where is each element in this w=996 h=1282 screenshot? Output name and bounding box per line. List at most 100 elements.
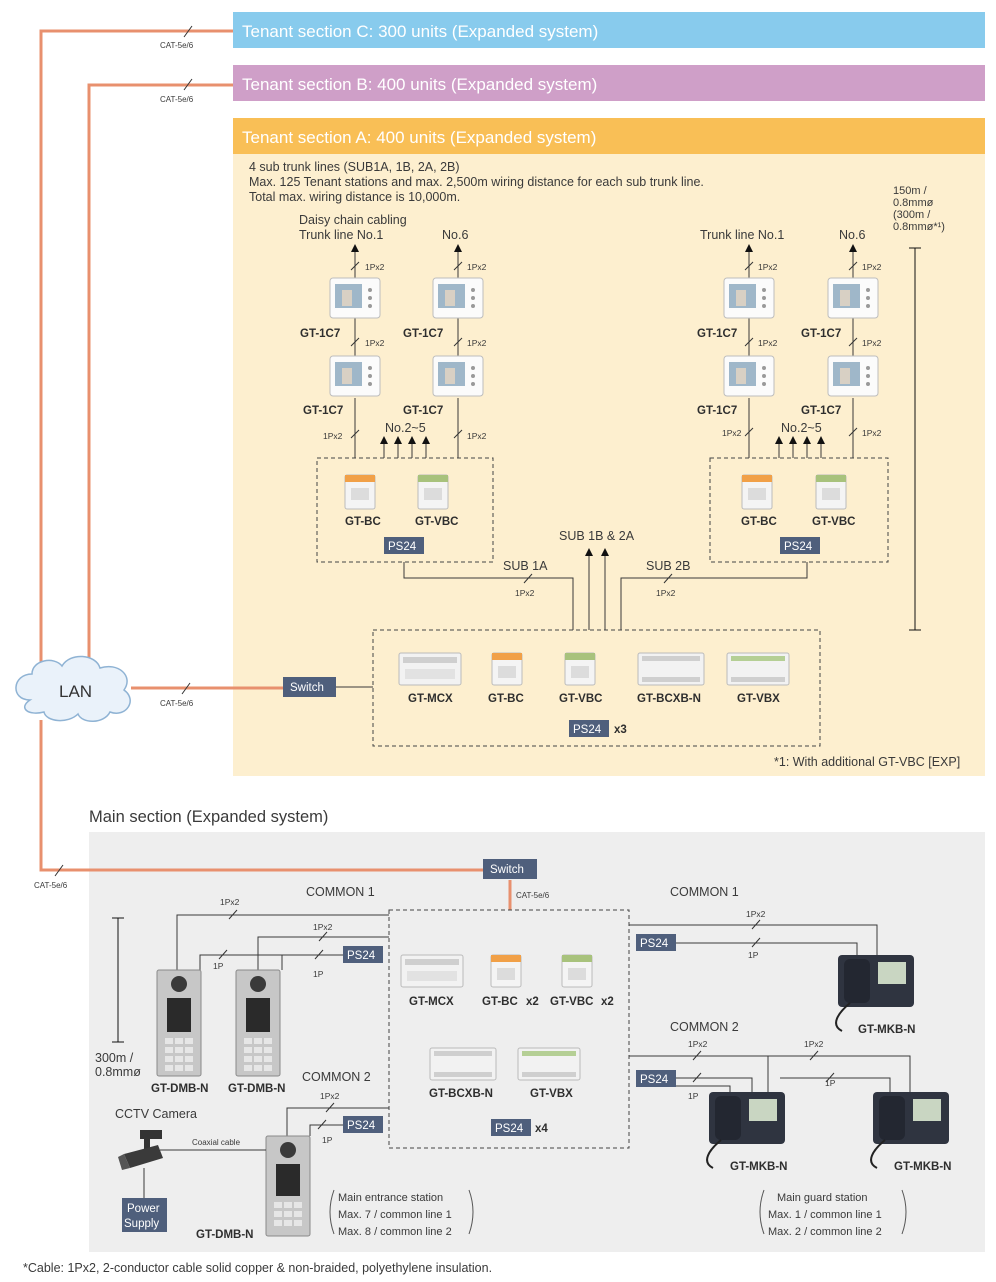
svg-text:1Px2: 1Px2 [656,588,676,598]
left-tenant-controller-box [316,457,494,563]
daisy-chain-label: Daisy chain cabling [299,213,407,227]
svg-text:1Px2: 1Px2 [746,909,766,919]
gt-1c7-monitor-icon [432,277,484,319]
tenant-dist-line-3: (300m / [893,209,931,221]
right-branch-arrows [775,436,825,458]
tenant-dist-line-2: 0.8mmø [893,197,934,209]
svg-text:1Px2: 1Px2 [804,1039,824,1049]
footnote-1: *1: With additional GT-VBC [EXP] [774,755,960,769]
main-gt-vbc-qty: x2 [601,996,614,1008]
ps24-label: PS24 [388,541,417,553]
gt-1c7-monitor-icon [723,277,775,319]
sub-1a-label: SUB 1A [503,559,548,573]
section-a-title: Tenant section A: 400 units (Expanded sy… [242,128,596,147]
gt-dmb-n-panel-icon [265,1135,311,1237]
tenant-note-1: 4 sub trunk lines (SUB1A, 1B, 2A, 2B) [249,160,460,174]
gt-1c7-monitor-icon [827,277,879,319]
svg-text:1Px2: 1Px2 [467,431,487,441]
section-b-band [233,65,985,101]
svg-text:1P: 1P [688,1091,699,1101]
main-dist-line-1: 300m / [95,1051,134,1065]
guard-note-3: Max. 2 / common line 2 [768,1226,882,1238]
gt-mcx-unit-icon [398,652,462,686]
central-gt-vbc-label: GT-VBC [559,693,602,705]
no6-right: No.6 [839,228,865,242]
ps24-box [343,1116,383,1133]
ps24-label: PS24 [573,724,602,736]
gt-vbx-unit-icon [517,1047,581,1081]
guard-note-bracket-right [901,1189,907,1235]
gt-1c7-label: GT-1C7 [303,405,343,417]
common2-left-label: COMMON 2 [302,1070,371,1084]
right-chain-wires [745,244,857,458]
svg-text:1Px2: 1Px2 [862,428,882,438]
entrance-note-bracket-left [329,1189,335,1235]
central-gt-mcx-label: GT-MCX [408,693,453,705]
cable-label-cat-a: CAT-5e/6 [160,699,194,708]
svg-text:1P: 1P [825,1078,836,1088]
tenant-central-equipment-box [372,629,821,747]
gt-1c7-monitor-icon [723,355,775,397]
section-c-title: Tenant section C: 300 units (Expanded sy… [242,22,598,41]
cable-label-cat-b: CAT-5e/6 [160,95,194,104]
ps24-label: PS24 [640,1074,669,1086]
svg-text:1P: 1P [213,961,224,971]
power-supply-label-2: Supply [124,1218,159,1230]
svg-text:1Px2: 1Px2 [365,338,385,348]
svg-text:1Px2: 1Px2 [758,262,778,272]
svg-text:1Px2: 1Px2 [862,338,882,348]
trunk-line-no1-left: Trunk line No.1 [299,228,383,242]
lan-cloud-icon [15,655,131,722]
central-gt-vbx-label: GT-VBX [737,693,780,705]
power-supply-box [122,1198,167,1232]
gt-mcx-unit-icon [400,954,464,988]
guard-note-bracket-left [759,1189,765,1235]
ps24-label: PS24 [495,1123,524,1135]
main-section-title: Main section (Expanded system) [89,808,328,826]
main-gt-mcx-label: GT-MCX [409,996,454,1008]
ps24-box [780,537,820,554]
entrance-note-1: Main entrance station [338,1192,443,1204]
common1-left-label: COMMON 1 [306,885,375,899]
gt-1c7-label: GT-1C7 [801,405,841,417]
svg-text:1Px2: 1Px2 [313,922,333,932]
main-left-cable-labels: 1Px2 1P 1Px2 1P 1Px2 1P [213,897,340,1145]
svg-text:1Px2: 1Px2 [862,262,882,272]
gt-1c7-monitor-icon [432,355,484,397]
common2-right-label: COMMON 2 [670,1020,739,1034]
ps24-box [636,1070,676,1087]
svg-text:1Px2: 1Px2 [220,897,240,907]
tenant-dist-line-4: 0.8mmø*¹) [893,221,945,233]
ps24-label: PS24 [347,1120,376,1132]
gt-vbc-unit-icon [417,474,449,510]
entrance-note-3: Max. 8 / common line 2 [338,1226,452,1238]
gt-dmb-n-panel-icon [156,969,202,1077]
main-central-equipment-box [388,909,630,1149]
gt-dmb-n-label: GT-DMB-N [196,1229,254,1241]
sub-1b-2a-label: SUB 1B & 2A [559,529,635,543]
gt-mkb-n-label: GT-MKB-N [730,1161,788,1173]
cable-label-cat-main: CAT-5e/6 [34,881,68,890]
lan-cable-section-b [87,83,233,670]
gt-mkb-n-console-icon [870,1092,949,1169]
gt-mkb-n-console-icon [835,955,914,1032]
section-a-area [233,118,985,776]
ps24-qty-main: x4 [535,1123,548,1135]
central-gt-bc-label: GT-BC [488,693,524,705]
main-gt-bcxb-n-label: GT-BCXB-N [429,1088,493,1100]
sub-trunk-wires [403,548,808,630]
section-b-title: Tenant section B: 400 units (Expanded sy… [242,75,597,94]
switch-label-main: Switch [490,864,524,876]
main-gt-vbc-label: GT-VBC [550,996,593,1008]
tenant-note-3: Total max. wiring distance is 10,000m. [249,190,460,204]
gt-1c7-label: GT-1C7 [801,328,841,340]
gt-bcxb-n-unit-icon [429,1047,497,1081]
no6-left: No.6 [442,228,468,242]
svg-text:1P: 1P [748,950,759,960]
section-c-band [233,12,985,48]
main-dist-line-2: 0.8mmø [95,1065,141,1079]
ps24-box [384,537,424,554]
common1-right-label: COMMON 1 [670,885,739,899]
entrance-note-bracket-right [468,1189,474,1235]
ps24-label: PS24 [640,938,669,950]
